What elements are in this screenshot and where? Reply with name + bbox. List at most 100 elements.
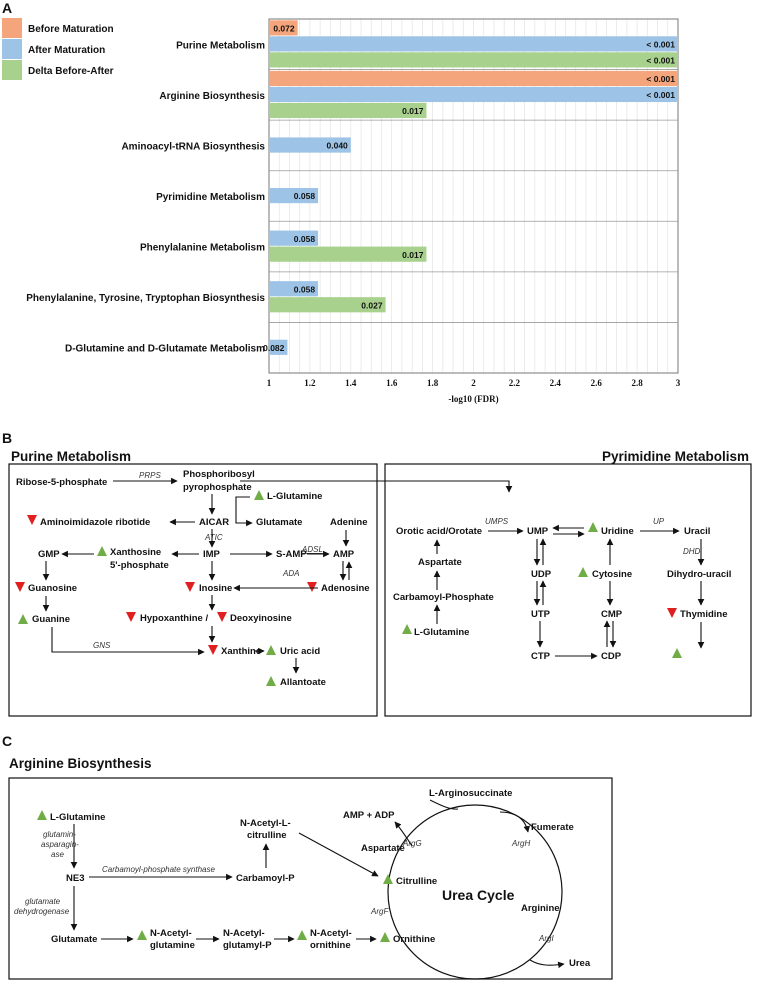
arginine-pathway: L-Glutamine NE3 Glutamate N-Acetyl- glut… — [14, 788, 591, 969]
x-tick-label: 1 — [267, 378, 272, 388]
down-marker — [27, 515, 37, 525]
bar-value-label: 0.058 — [294, 234, 316, 244]
chart-legend: Before Maturation After Maturation Delta… — [2, 18, 114, 80]
node-ne3: NE3 — [66, 873, 84, 884]
legend-label-delta: Delta Before-After — [28, 66, 114, 77]
node-amp: AMP — [333, 549, 355, 560]
bar — [269, 20, 298, 36]
up-marker — [588, 522, 598, 532]
node-citrulline: Citrulline — [396, 876, 437, 887]
node-glutamate-arg: Glutamate — [51, 934, 97, 945]
pyrimidine-arrows — [433, 524, 705, 660]
bar-value-label: < 0.001 — [646, 55, 675, 65]
bar — [269, 339, 288, 355]
node-n-acetylglutamine-1: N-Acetyl- — [150, 928, 192, 939]
node-inosine: Inosine — [199, 583, 232, 594]
node-prpp-line2: pyrophosphate — [183, 482, 252, 493]
node-n-acetylcitrulline-1: N-Acetyl-L- — [240, 818, 291, 829]
node-ump: UMP — [527, 526, 549, 537]
node-deoxyinosine: Deoxyinosine — [230, 613, 292, 624]
node-amp-adp: AMP + ADP — [343, 810, 395, 821]
node-aspartate-arg: Aspartate — [361, 843, 405, 854]
bar — [269, 246, 427, 262]
enzyme-gla-2: asparagin- — [41, 840, 79, 849]
node-urea: Urea — [569, 958, 591, 969]
node-orotic-acid: Orotic acid/Orotate — [396, 526, 482, 537]
arginine-title: Arginine Biosynthesis — [9, 756, 152, 771]
up-marker — [137, 930, 147, 940]
node-aspartate: Aspartate — [418, 557, 462, 568]
node-l-glutamine-arg: L-Glutamine — [50, 812, 105, 823]
bar — [269, 188, 319, 204]
enzyme-prps: PRPS — [139, 471, 161, 480]
up-marker — [383, 874, 393, 884]
legend-label-before: Before Maturation — [28, 24, 114, 35]
bar-value-label: < 0.001 — [646, 90, 675, 100]
x-tick-label: 1.8 — [427, 378, 439, 388]
node-aminoimidazole-ribotide: Aminoimidazole ribotide — [40, 517, 150, 528]
node-n-acetylornithine-2: ornithine — [310, 940, 351, 951]
x-tick-label: 3 — [676, 378, 681, 388]
node-xanthosine-line1: Xanthosine — [110, 547, 161, 558]
legend-label-after: After Maturation — [28, 45, 105, 56]
node-ribose-5-phosphate: Ribose-5-phosphate — [16, 477, 107, 488]
node-adenosine: Adenosine — [321, 583, 370, 594]
down-marker — [185, 582, 195, 592]
bar — [269, 297, 386, 313]
enzyme-gdh-2: dehydrogenase — [14, 907, 70, 916]
arginine-arrows — [70, 799, 565, 969]
enzyme-gla-3: ase — [51, 850, 64, 859]
bar-value-label: 0.058 — [294, 284, 316, 294]
purine-box — [8, 463, 378, 717]
node-l-glutamine: L-Glutamine — [267, 491, 322, 502]
enzyme-argh: ArgH — [511, 839, 530, 848]
node-gmp: GMP — [38, 549, 60, 560]
pyrimidine-box — [384, 463, 752, 717]
pyrimidine-pathway: Orotic acid/Orotate UMP Uridine Uracil A… — [393, 517, 731, 662]
up-marker — [254, 490, 264, 500]
node-fumerate: Fumerate — [531, 822, 574, 833]
category-label: Pyrimidine Metabolism — [156, 192, 265, 203]
down-marker — [126, 612, 136, 622]
bar-value-label: 0.040 — [327, 141, 349, 151]
bar-value-label: 0.058 — [294, 191, 316, 201]
category-label: Aminoacyl-tRNA Biosynthesis — [121, 141, 265, 152]
enzyme-up: UP — [653, 517, 665, 526]
node-thymidine: Thymidine — [680, 609, 728, 620]
node-guanosine: Guanosine — [28, 583, 77, 594]
node-carbamoyl-p: Carbamoyl-P — [236, 873, 295, 884]
enzyme-gdh-1: glutamate — [25, 897, 61, 906]
up-marker — [297, 930, 307, 940]
node-cdp: CDP — [601, 651, 622, 662]
legend-swatch-after — [2, 39, 22, 59]
node-carbamoyl-phosphate: Carbamoyl-Phosphate — [393, 592, 494, 603]
bar-value-label: 0.072 — [273, 23, 295, 33]
urea-cycle-label: Urea Cycle — [442, 887, 515, 903]
panel-b-label: B — [2, 430, 12, 446]
x-tick-label: 2.2 — [509, 378, 521, 388]
bar — [269, 137, 351, 153]
enzyme-ada: ADA — [282, 569, 299, 578]
enzyme-adsl: ADSL — [301, 545, 323, 554]
node-n-acetylglutamine-2: glutamine — [150, 940, 195, 951]
up-marker — [18, 614, 28, 624]
up-marker — [37, 810, 47, 820]
up-marker — [402, 624, 412, 634]
node-dihydro-uracil: Dihydro-uracil — [667, 569, 731, 580]
category-label: D-Glutamine and D-Glutamate Metabolism — [65, 344, 265, 355]
bar — [269, 36, 678, 52]
bar-value-label: < 0.001 — [646, 74, 675, 84]
enzyme-atic: ATIC — [204, 533, 223, 542]
node-allantoate: Allantoate — [280, 677, 326, 688]
node-cytosine: Cytosine — [592, 569, 632, 580]
enzyme-argg: ArgG — [402, 839, 422, 848]
node-hypoxanthine: Hypoxanthine / — [140, 613, 208, 624]
enzyme-gla-1: glutamin- — [43, 830, 76, 839]
purine-arrows — [42, 477, 513, 674]
down-marker — [217, 612, 227, 622]
bar — [269, 86, 678, 103]
down-marker — [667, 608, 677, 618]
enzyme-cps: Carbamoyl-phosphate synthase — [102, 865, 216, 874]
enzyme-gns: GNS — [93, 641, 111, 650]
